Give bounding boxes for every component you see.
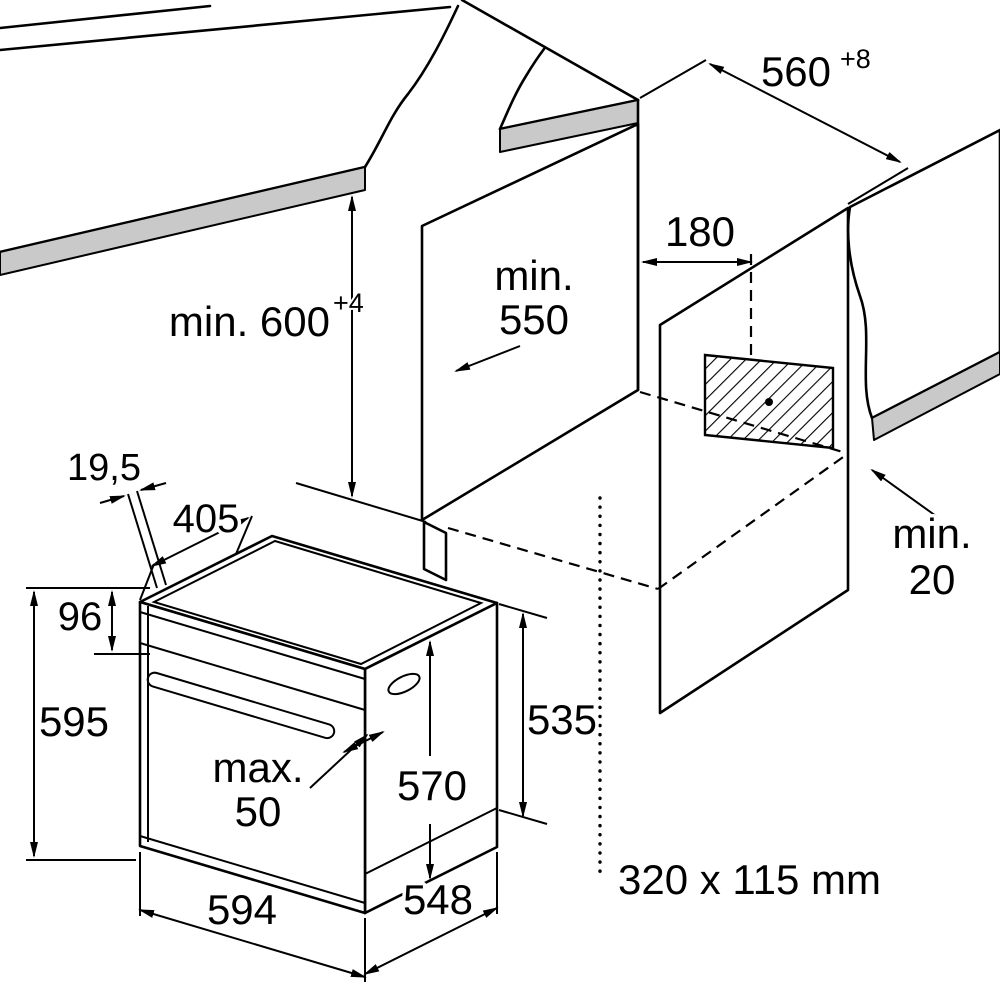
vent-size-callout: 320 x 115 mm (598, 496, 885, 907)
worktop-edge-band-left (0, 166, 366, 276)
cabinet-foot (422, 520, 448, 582)
handle-measure-arrow (342, 731, 385, 753)
arrow-left (99, 495, 126, 504)
vent-size-label: 320 x 115 mm (618, 856, 881, 903)
dim-rear-gap-line1: min. (892, 510, 971, 557)
dimension-arrow (150, 517, 250, 567)
dim-door-gap: 19,5 (64, 444, 167, 589)
door-bottom-line (139, 835, 366, 904)
dim-niche-depth-line2: 550 (499, 296, 569, 343)
door-top-line (139, 611, 366, 680)
dim-niche-height-label: min. 600 (169, 298, 330, 345)
niche-floor-right-dashed (657, 454, 847, 590)
arrow-right (139, 482, 167, 491)
dim-top-depth-label: 405 (173, 497, 240, 541)
dim-oven-depth-label: 548 (403, 876, 473, 923)
dim-niche-depth: min. 550 (454, 249, 577, 372)
dim-handle-line1: max. (212, 744, 303, 791)
oven (138, 534, 499, 915)
cabinet-niche (420, 98, 640, 582)
dim-body-height-label: 535 (527, 696, 597, 743)
dimension-arrow (363, 907, 499, 975)
niche-hidden-edges (447, 390, 847, 591)
dim-handle-depth: max. 50 (209, 731, 385, 839)
worktop-right (846, 128, 1000, 441)
dim-niche-width-sup: +8 (840, 44, 871, 74)
dimension-arrow (138, 909, 367, 978)
dim-handle-line2: 50 (235, 788, 282, 835)
dim-vent-offset: 180 (641, 205, 753, 358)
break-wave-right (498, 47, 546, 131)
dim-top-depth: 405 (139, 494, 253, 601)
dim-niche-height-sup: +4 (333, 288, 364, 318)
door-handle (146, 671, 336, 740)
break-wave-left (363, 4, 460, 169)
dim-oven-height-label: 595 (39, 698, 109, 745)
dim-rear-gap-line2: 20 (909, 556, 956, 603)
control-panel-line (139, 642, 366, 711)
wall-edge-line (0, 4, 212, 30)
dim-niche-width-label: 560 (761, 48, 831, 95)
dim-oven-depth: 548 (363, 852, 499, 975)
leader-arrow (454, 345, 521, 372)
dim-door-height-label: 570 (397, 762, 467, 809)
dim-door-height: 570 (393, 640, 471, 880)
worktop-cut-edge (460, 0, 640, 102)
dim-rear-gap: min. 20 (870, 468, 975, 607)
worktop-right-surface (846, 128, 1000, 420)
vent-center-dot (765, 398, 773, 406)
dim-panel-height-label: 96 (58, 595, 103, 639)
rear-panel-face (658, 206, 850, 715)
dim-niche-depth-line1: min. (494, 252, 573, 299)
niche-floor-front-dashed (447, 526, 659, 591)
extension-line (295, 482, 427, 523)
extension-line-left (139, 563, 155, 601)
side-grip-recess (387, 672, 421, 696)
dimension-arrow (708, 63, 902, 163)
dim-vent-offset-label: 180 (665, 208, 735, 255)
worktop-right-edge-band (871, 351, 1000, 441)
extension-line-top (498, 603, 548, 619)
rear-panel (658, 206, 850, 715)
dim-niche-width: 560 +8 (639, 42, 909, 205)
extension-line-left (639, 59, 707, 99)
dim-niche-height: min. 600 +4 (165, 195, 427, 523)
dim-panel-height: 96 (26, 587, 150, 655)
extension-line-left (127, 493, 158, 589)
dim-oven-width-label: 594 (207, 886, 277, 933)
leader-arrow (870, 468, 937, 517)
worktop-back-edge (0, 5, 452, 52)
dim-oven-height: 595 (26, 590, 136, 861)
extension-line-right (847, 167, 909, 205)
dim-body-height: 535 (498, 603, 601, 825)
dim-oven-width: 594 (138, 852, 367, 982)
dim-door-gap-label: 19,5 (67, 447, 141, 489)
